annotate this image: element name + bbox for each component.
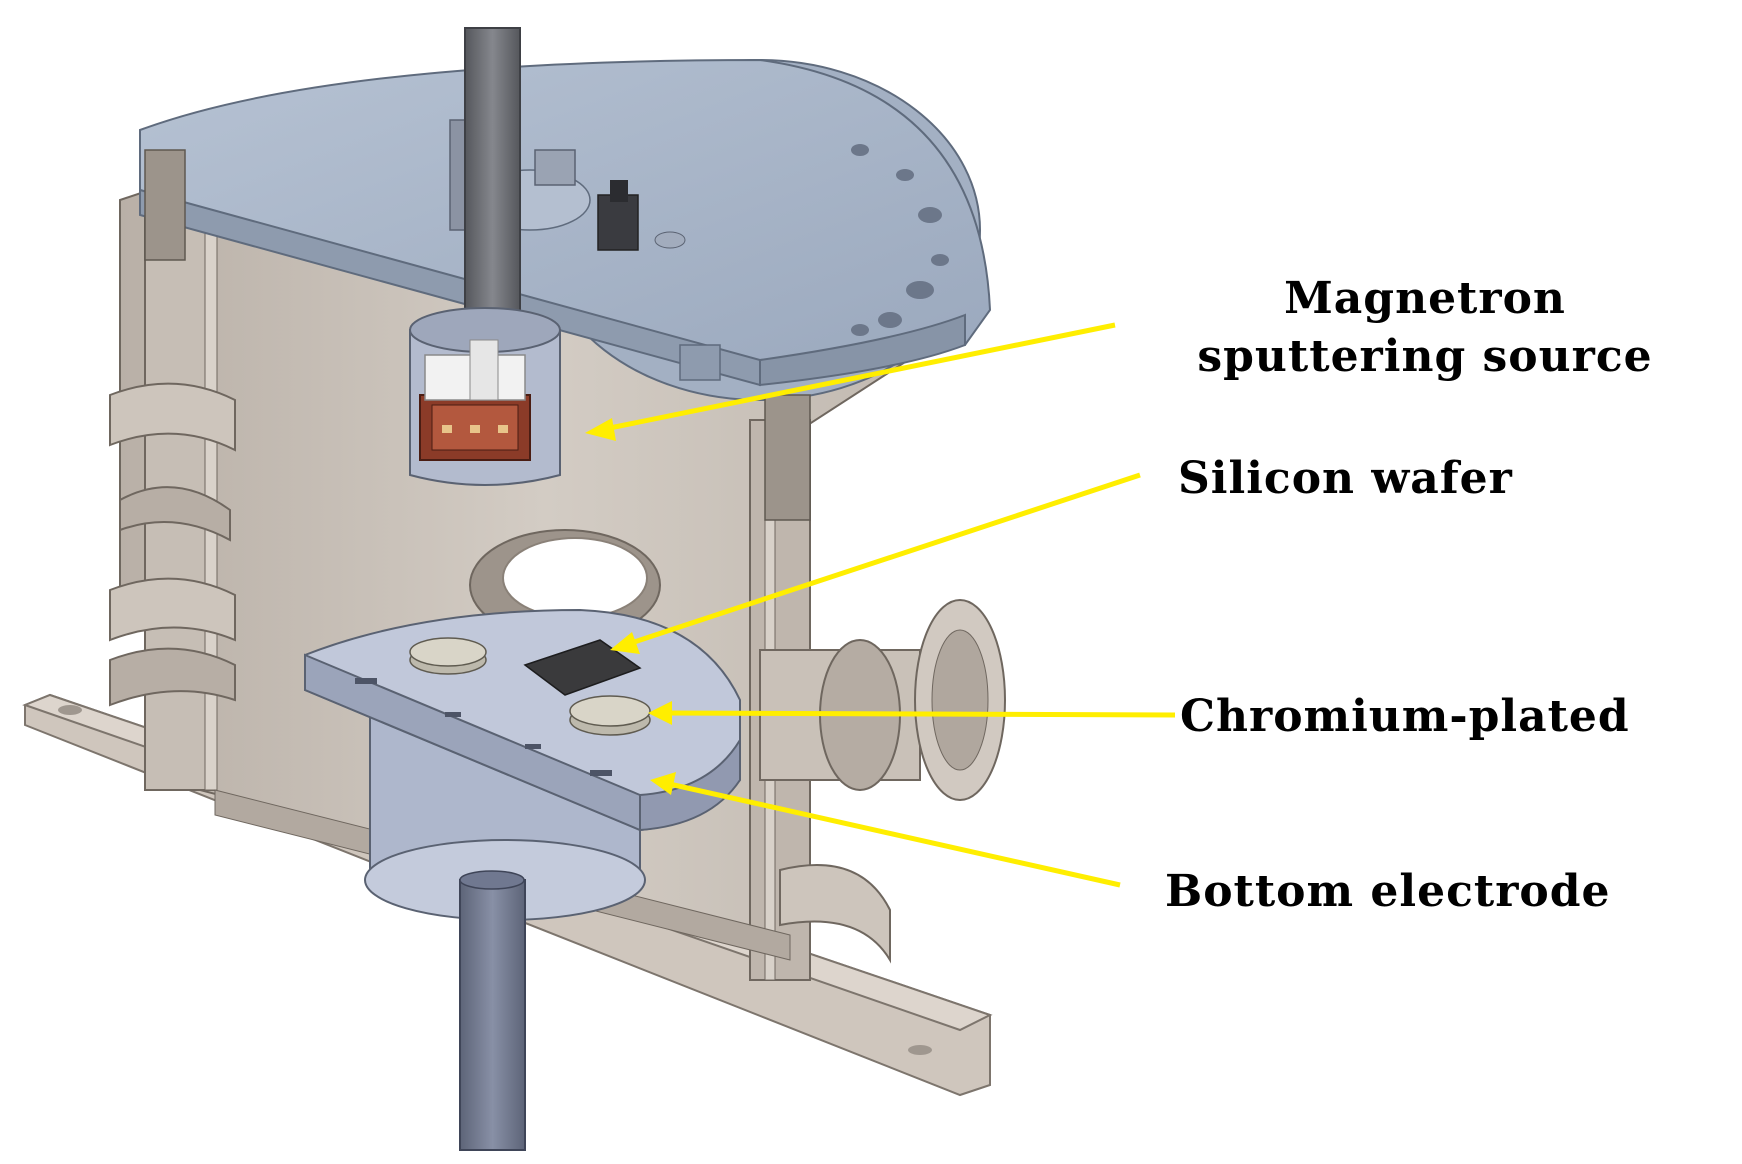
arrow-bottom-electrode	[650, 772, 1121, 888]
label-bottom-electrode: Bottom electrode	[1165, 866, 1611, 917]
callout-arrows	[585, 322, 1176, 888]
silicon-wafer	[523, 639, 642, 696]
lower-right-port	[779, 864, 891, 964]
chromium-discs	[409, 637, 651, 736]
arrow-silicon-wafer	[610, 472, 1141, 654]
left-ports	[109, 382, 236, 707]
arrow-magnetron	[585, 322, 1116, 441]
label-magnetron-line1: Magnetron	[1284, 273, 1566, 324]
label-chromium-plated: Chromium-plated	[1180, 691, 1630, 742]
label-silicon-wafer: Silicon wafer	[1178, 453, 1513, 504]
magnetron-source	[409, 307, 561, 486]
label-magnetron-line2: sputtering source	[1197, 331, 1653, 382]
label-magnetron: Magnetron sputtering source	[1125, 270, 1725, 386]
arrow-chromium	[648, 701, 1176, 725]
lid-bolt-holes	[851, 144, 949, 336]
bottom-rod	[459, 870, 526, 1151]
